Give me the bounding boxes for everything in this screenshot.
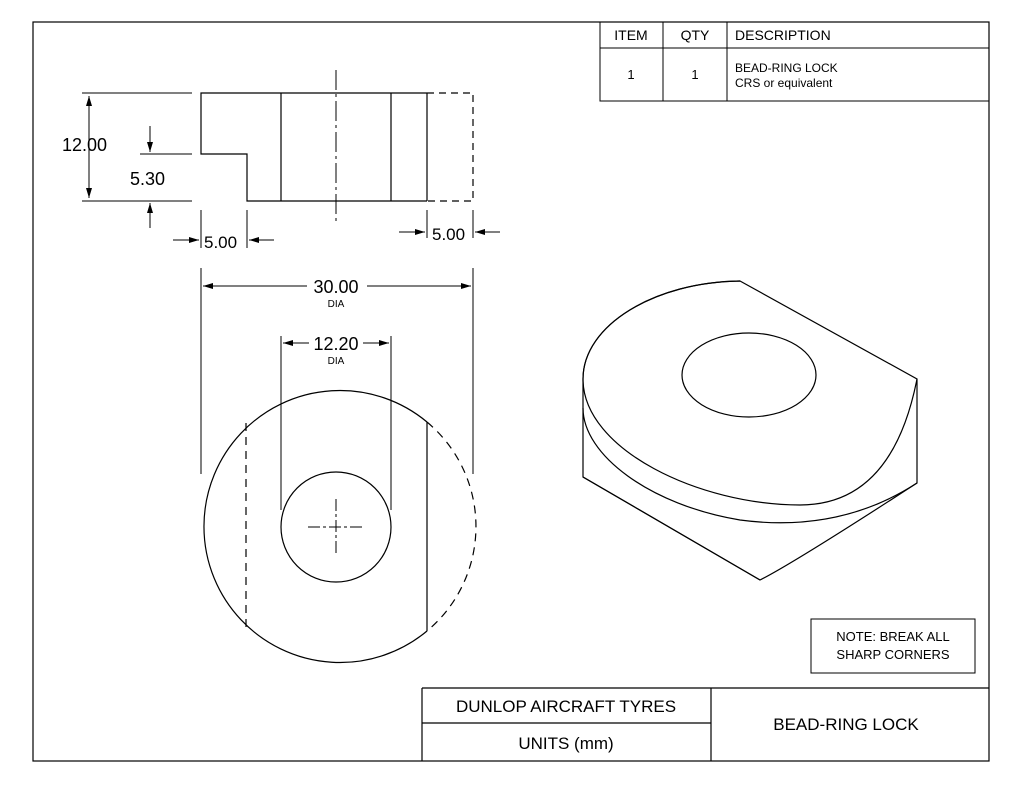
note-line2: SHARP CORNERS [836,647,950,662]
bom-header-qty: QTY [681,27,710,43]
bom-header-description: DESCRIPTION [735,27,831,43]
dim-outer-diameter-suffix: DIA [328,299,345,310]
bore-circle [280,471,392,583]
dim-height-total: 12.00 [62,135,107,155]
title-company: DUNLOP AIRCRAFT TYRES [456,697,676,716]
dim-outer-diameter: 30.00 [313,277,358,297]
title-part-name: BEAD-RING LOCK [773,715,919,734]
sheet-border [32,21,990,762]
bom-header-item: ITEM [614,27,647,43]
bom-row-item: 1 [627,67,634,82]
front-view [200,70,474,224]
isometric-view [582,280,918,581]
bom-row-description-line2: CRS or equivalent [735,76,833,90]
title-units: UNITS (mm) [518,734,613,753]
title-block [421,687,989,761]
note-box [810,618,976,674]
height-dimensions [82,92,192,228]
bom-row-description-line1: BEAD-RING LOCK [735,61,838,75]
dim-step-height: 5.30 [130,169,165,189]
bore-diameter-dimension [280,336,392,510]
outer-diameter-dimension [200,268,474,474]
bom-row-qty: 1 [691,67,698,82]
dim-step-width-right: 5.00 [432,225,465,244]
iso-bore [681,332,817,418]
step-width-dimensions [173,210,500,248]
note-line1: NOTE: BREAK ALL [836,629,949,644]
dim-bore-diameter: 12.20 [313,334,358,354]
dim-step-width-left: 5.00 [204,233,237,252]
bom-table: ITEM QTY DESCRIPTION 1 1 BEAD-RING LOCK … [599,21,990,102]
dim-bore-diameter-suffix: DIA [328,356,345,367]
top-view [203,389,477,664]
